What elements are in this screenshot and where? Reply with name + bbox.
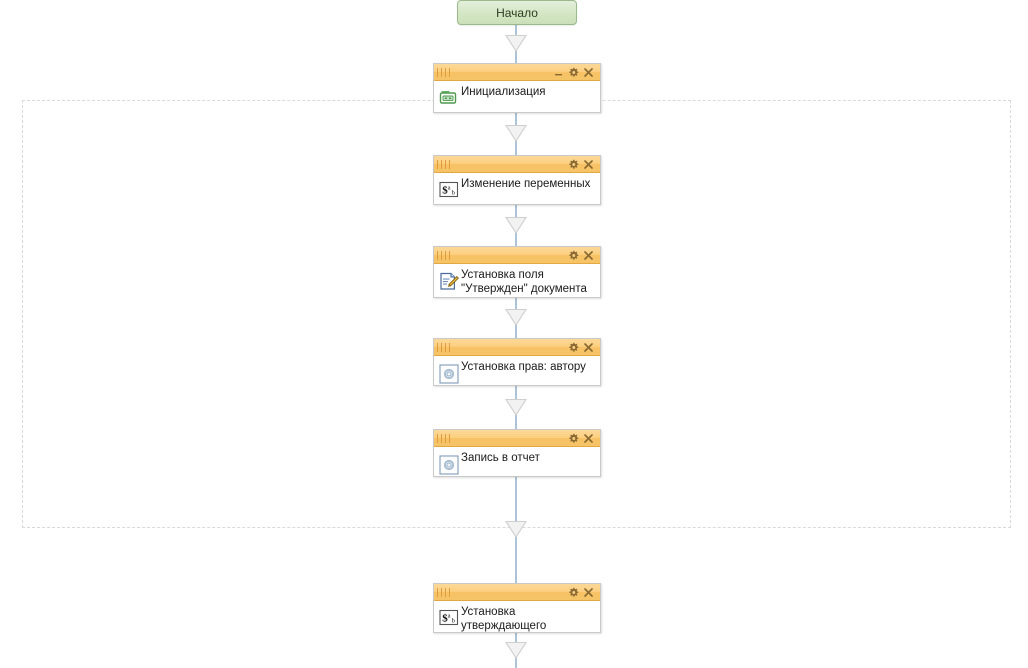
gear-icon[interactable]: [566, 157, 581, 172]
svg-text:$: $: [442, 184, 448, 196]
conn-writereport-to-setapprover-arrow-icon: [505, 521, 527, 538]
start-node[interactable]: Начало: [457, 0, 577, 25]
svg-text:$: $: [442, 612, 448, 624]
node-change-vars-header[interactable]: [434, 156, 600, 173]
green-folder-icon: [439, 89, 459, 109]
close-icon[interactable]: [581, 431, 596, 446]
document-edit-icon: [439, 272, 459, 292]
svg-text:a: a: [448, 613, 451, 620]
node-write-report-body: Запись в отчет: [434, 447, 600, 484]
node-set-rights-author-header[interactable]: [434, 339, 600, 356]
conn-start-to-init-arrow-icon: [505, 35, 527, 52]
svg-text:b: b: [452, 617, 456, 624]
gear-icon[interactable]: [566, 585, 581, 600]
conn-changevars-to-setfield-arrow-icon: [505, 216, 527, 234]
node-init-body: Инициализация: [434, 81, 600, 118]
minimize-icon[interactable]: [551, 65, 566, 80]
conn-setrights-to-writereport-arrow-icon: [505, 398, 527, 416]
node-init-header[interactable]: [434, 64, 600, 81]
grip-icon[interactable]: [437, 587, 452, 597]
node-write-report-label: Запись в отчет: [461, 452, 540, 464]
gear-icon[interactable]: [566, 248, 581, 263]
start-node-label: Начало: [496, 5, 538, 20]
svg-text:a: a: [448, 185, 451, 192]
node-set-field-approved[interactable]: Установка поля "Утвержден" документа: [433, 246, 601, 298]
node-set-approver-header[interactable]: [434, 584, 600, 601]
node-set-field-approved-label: Установка поля "Утвержден" документа: [461, 269, 587, 295]
grip-icon[interactable]: [437, 159, 452, 169]
conn-init-to-changevars-arrow-icon: [505, 125, 527, 142]
grip-icon[interactable]: [437, 250, 452, 260]
grip-icon[interactable]: [437, 433, 452, 443]
close-icon[interactable]: [581, 248, 596, 263]
conn-setapprover-to-next-arrow-icon: [505, 641, 527, 659]
node-init-label: Инициализация: [461, 86, 546, 98]
close-icon[interactable]: [581, 65, 596, 80]
circle-box-icon: [439, 364, 459, 384]
gear-icon[interactable]: [566, 340, 581, 355]
node-set-approver-label: Установка утверждающего: [461, 606, 547, 632]
gear-icon[interactable]: [566, 431, 581, 446]
node-set-rights-author-body: Установка прав: автору: [434, 356, 600, 393]
gear-icon[interactable]: [566, 65, 581, 80]
close-icon[interactable]: [581, 585, 596, 600]
circle-box-icon: [439, 455, 459, 475]
grip-icon[interactable]: [437, 67, 452, 77]
conn-setfield-to-setrights-arrow-icon: [505, 309, 527, 326]
grip-icon[interactable]: [437, 342, 452, 352]
svg-text:b: b: [452, 189, 456, 196]
node-init[interactable]: Инициализация: [433, 63, 601, 113]
node-write-report-header[interactable]: [434, 430, 600, 447]
node-change-vars-label: Изменение переменных: [461, 178, 591, 190]
node-set-field-approved-header[interactable]: [434, 247, 600, 264]
close-icon[interactable]: [581, 157, 596, 172]
node-write-report[interactable]: Запись в отчет: [433, 429, 601, 477]
node-set-rights-author[interactable]: Установка прав: автору: [433, 338, 601, 386]
close-icon[interactable]: [581, 340, 596, 355]
node-set-rights-author-label: Установка прав: автору: [461, 361, 586, 373]
node-set-field-approved-body: Установка поля "Утвержден" документа: [434, 264, 600, 301]
